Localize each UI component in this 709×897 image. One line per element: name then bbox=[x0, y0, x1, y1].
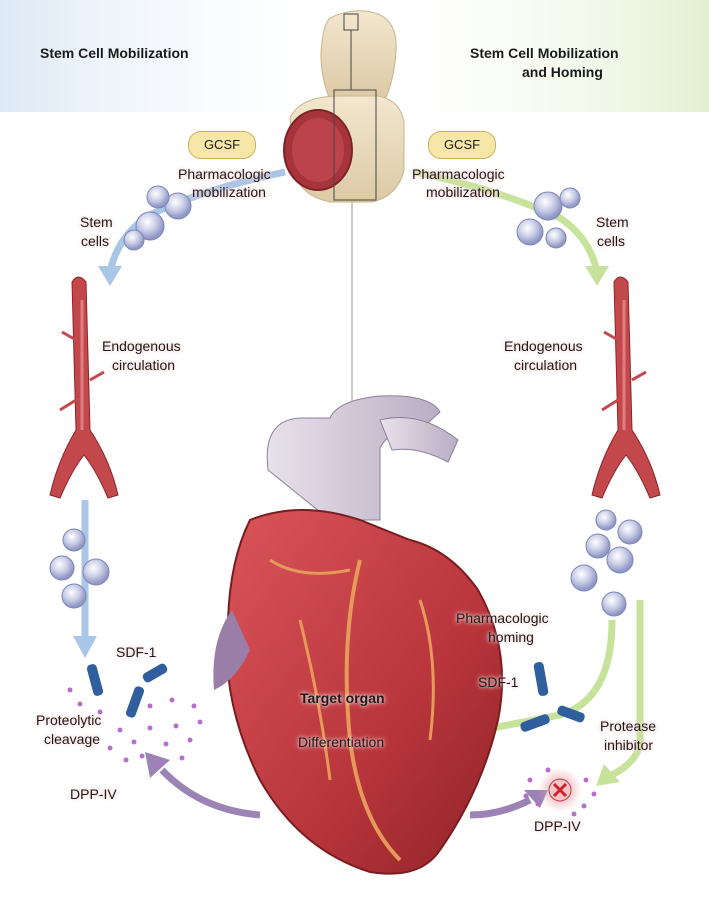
left-sdf1-label: SDF-1 bbox=[116, 644, 157, 660]
right-header-panel bbox=[360, 0, 709, 112]
right-sdf1-label: SDF-1 bbox=[478, 674, 519, 690]
left-dpp-dots bbox=[67, 687, 203, 767]
left-sdf1-receptors bbox=[86, 663, 168, 718]
left-cleavage-line1: Proteolytic bbox=[36, 712, 102, 728]
left-header: Stem Cell Mobilization bbox=[40, 45, 189, 61]
right-circ-line2: circulation bbox=[514, 357, 578, 373]
left-stem-line1: Stem bbox=[80, 214, 113, 230]
stem-cells-bottom-left bbox=[49, 528, 110, 609]
left-pharm-line2: mobilization bbox=[192, 184, 266, 200]
stem-cells-top-right bbox=[516, 187, 581, 249]
right-dpp-label: DPP-IV bbox=[534, 818, 581, 834]
right-dpp-inhibited bbox=[523, 767, 597, 817]
stem-cells-top-left bbox=[123, 185, 192, 251]
left-pharm-line1: Pharmacologic bbox=[178, 166, 271, 182]
heart-illustration bbox=[213, 395, 503, 875]
right-stem-line2: cells bbox=[597, 233, 626, 249]
right-circ-line1: Endogenous bbox=[504, 338, 583, 354]
left-blood-vessel bbox=[49, 276, 119, 499]
right-header-line2: and Homing bbox=[522, 64, 603, 80]
left-dpp-label: DPP-IV bbox=[70, 786, 117, 802]
right-protease-line2: inhibitor bbox=[604, 737, 654, 753]
left-header-panel bbox=[0, 0, 360, 112]
left-stem-line2: cells bbox=[81, 233, 110, 249]
target-organ-label: Target organ bbox=[300, 690, 385, 706]
right-pharm-line2: mobilization bbox=[426, 184, 500, 200]
left-circ-line2: circulation bbox=[112, 357, 176, 373]
right-homing-line2: homing bbox=[488, 629, 534, 645]
left-circ-line1: Endogenous bbox=[102, 338, 181, 354]
right-blood-vessel bbox=[591, 276, 661, 499]
right-protease-line1: Protease bbox=[600, 718, 657, 734]
left-cleavage-line2: cleavage bbox=[44, 731, 101, 747]
left-gcsf-pill: GCSF bbox=[188, 131, 256, 159]
right-sdf1-receptors bbox=[520, 662, 585, 732]
right-header-line1: Stem Cell Mobilization bbox=[470, 45, 619, 61]
stem-cells-bottom-right bbox=[570, 509, 643, 617]
bone-illustration bbox=[283, 10, 405, 203]
right-homing-line1: Pharmacologic bbox=[456, 610, 549, 626]
differentiation-label: Differentiation bbox=[298, 734, 385, 750]
right-pharm-line1: Pharmacologic bbox=[412, 166, 505, 182]
right-stem-line1: Stem bbox=[596, 214, 629, 230]
right-gcsf-pill: GCSF bbox=[428, 131, 496, 159]
